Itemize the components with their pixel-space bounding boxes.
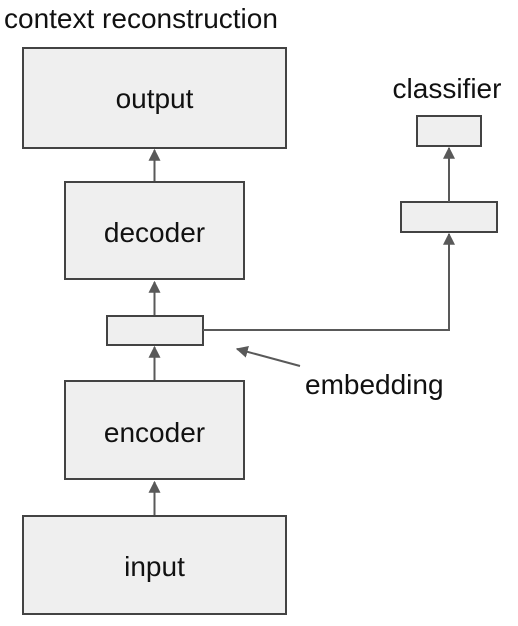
output-label: output	[116, 83, 194, 114]
decoder-label: decoder	[104, 217, 205, 248]
embedding-label: embedding	[305, 369, 444, 400]
output-node: output	[22, 47, 287, 149]
decoder-node: decoder	[64, 181, 245, 280]
embedding-box	[106, 315, 204, 346]
encoder-label: encoder	[104, 417, 205, 448]
embedding-pointer-arrow	[235, 346, 301, 367]
encoder-node: encoder	[64, 380, 245, 480]
classifier-output-box	[416, 115, 482, 147]
context-reconstruction-label: context reconstruction	[4, 3, 278, 34]
input-label: input	[124, 551, 185, 582]
classifier-label: classifier	[393, 73, 502, 104]
classifier-hidden-box	[400, 201, 498, 233]
input-node: input	[22, 515, 287, 615]
arrow-embedding-to-classifier	[203, 232, 455, 331]
